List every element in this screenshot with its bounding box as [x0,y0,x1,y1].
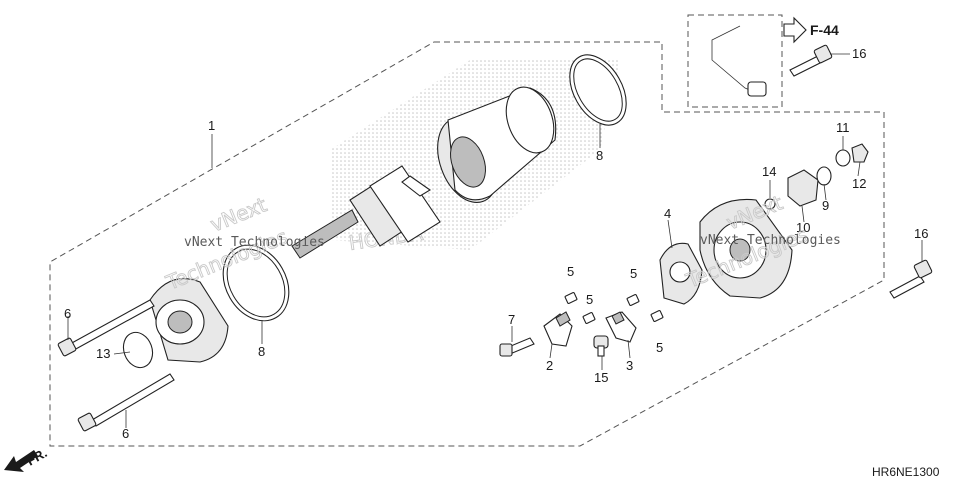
yoke-housing [437,86,557,203]
callout-1: 1 [208,118,215,133]
callout-9: 9 [822,198,829,213]
front-cover [149,278,229,363]
through-bolt-6-lower [77,373,175,432]
callout-5b: 5 [586,292,593,307]
bolt-16-top [789,44,833,77]
armature [291,165,441,259]
wire-terminal [747,81,767,97]
callout-6a: 6 [64,306,71,321]
watermark-line-2: vNext Technologies [700,233,841,248]
callout-8b: 8 [258,344,265,359]
callout-16a: 16 [852,46,866,61]
callout-5d: 5 [656,340,663,355]
assembly-outline [49,41,885,447]
reference-arrow-icon [783,16,807,44]
o-ring-8-upper [569,54,627,126]
bolt-7 [499,337,535,357]
callout-6b: 6 [122,426,129,441]
callout-12: 12 [852,176,866,191]
watermark-vnext-1: vNext [207,192,270,236]
callout-13: 13 [96,346,110,361]
reference-label[interactable]: F-44 [810,22,839,38]
callout-7: 7 [508,312,515,327]
washer-9 [816,166,832,186]
callout-5a: 5 [567,264,574,279]
callout-10: 10 [796,220,810,235]
brush-plate-4 [659,242,703,305]
brush-holder-2 [543,311,573,347]
front-arrow-icon [4,450,38,472]
callout-8a: 8 [596,148,603,163]
watermark-line-1: vNext Technologies [184,235,325,250]
washer-11 [835,149,851,167]
callout-16b: 16 [914,226,928,241]
nut-12 [851,143,869,163]
springs-5 [564,292,664,324]
callout-5c: 5 [630,266,637,281]
callout-2: 2 [546,358,553,373]
through-bolt-6-upper [57,299,155,357]
bolt-15 [593,335,609,357]
callout-3: 3 [626,358,633,373]
bolt-16-right [889,259,933,299]
front-direction-label: FR. [24,445,50,468]
leader-lines [67,53,923,428]
callout-11: 11 [836,120,850,135]
reference-box [687,14,783,108]
callout-14: 14 [762,164,776,179]
washer-14 [764,198,776,210]
brush-holder-3 [605,311,637,343]
nut-10 [787,169,819,207]
front-direction-indicator: FR. [4,445,50,472]
o-ring-8-lower [222,244,290,322]
diagram-code: HR6NE1300 [872,465,940,479]
o-ring-13 [122,331,154,369]
callout-4: 4 [664,206,671,221]
callout-15: 15 [594,370,608,385]
rear-cover [699,198,793,299]
